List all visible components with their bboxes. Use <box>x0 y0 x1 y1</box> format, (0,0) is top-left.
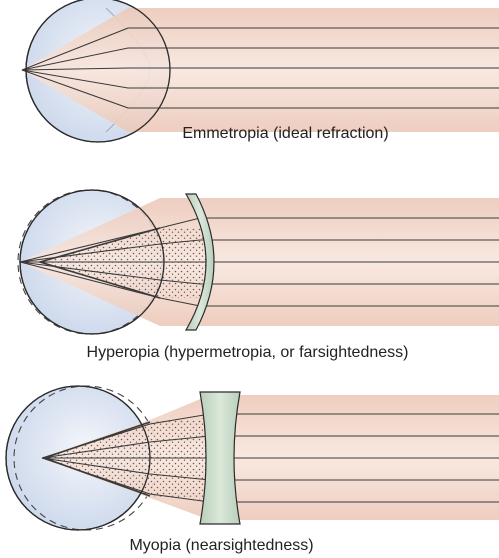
light-rays <box>21 27 499 109</box>
hyperopia-panel <box>17 189 499 335</box>
eye-outline <box>25 0 171 143</box>
convex-lens-icon <box>184 193 215 331</box>
concave-lens-icon <box>199 391 241 525</box>
focus-cone <box>44 418 210 500</box>
eye-outline <box>5 385 151 531</box>
emmetropia-panel <box>21 0 499 143</box>
light-rays <box>19 217 499 307</box>
light-beam <box>22 8 499 132</box>
emmetropia-caption: Emmetropia (ideal refraction) <box>182 125 389 142</box>
myopia-caption: Myopia (nearsightedness) <box>129 537 314 554</box>
hyperopia-caption: Hyperopia (hypermetropia, or farsightedn… <box>86 344 409 361</box>
eye-outline <box>19 189 165 335</box>
myopia-panel <box>5 385 499 531</box>
light-rays <box>41 413 499 503</box>
